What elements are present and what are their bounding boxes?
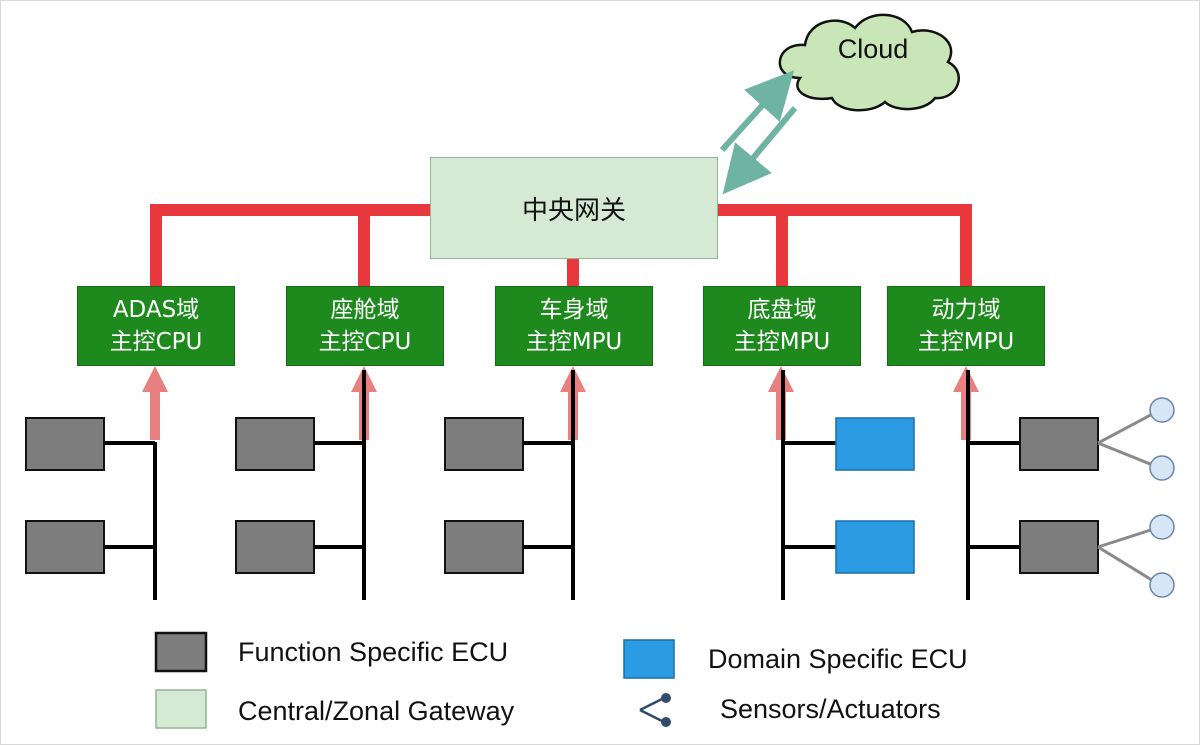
- domain-processor: 主控MPU: [917, 329, 1015, 355]
- domain-ecu: [835, 417, 915, 471]
- legend-sensors-icon: [639, 693, 671, 727]
- function-ecu: [444, 417, 524, 471]
- function-ecus: [25, 417, 1099, 574]
- function-ecu: [1019, 520, 1099, 574]
- cloud-label: Cloud: [837, 34, 909, 64]
- function-ecu: [235, 417, 315, 471]
- domain-name: 动力域: [931, 297, 1001, 323]
- legend-domain-ecu-swatch: [623, 639, 675, 679]
- sensor-node: [1149, 514, 1175, 540]
- legend-gateway-swatch: [155, 689, 207, 729]
- domain-controller-powertrain: 动力域 主控MPU: [887, 286, 1045, 366]
- central-gateway: 中央网关: [430, 157, 718, 259]
- domain-controller-adas: ADAS域 主控CPU: [77, 286, 235, 366]
- function-ecu: [235, 520, 315, 574]
- function-ecu: [25, 417, 105, 471]
- sensor-node: [1149, 572, 1175, 598]
- legend-gateway-label: Central/Zonal Gateway: [238, 696, 515, 726]
- domain-name: 底盘域: [747, 297, 817, 323]
- domain-controller-body: 车身域 主控MPU: [495, 286, 653, 366]
- sensor-links: [1097, 408, 1161, 587]
- function-ecu: [25, 520, 105, 574]
- domain-controller-cockpit: 座舱域 主控CPU: [286, 286, 444, 366]
- domain-processor: 主控MPU: [733, 329, 831, 355]
- domain-processor: 主控CPU: [318, 329, 412, 355]
- central-gateway-label: 中央网关: [521, 195, 626, 226]
- domain-ecus: [835, 417, 915, 574]
- sensor-node: [1149, 397, 1175, 423]
- domain-name: ADAS域: [112, 297, 200, 323]
- uplink-to-cloud-arrow: [719, 70, 795, 153]
- domain-name: 车身域: [539, 297, 609, 323]
- sensors: [1149, 397, 1175, 598]
- downlink-from-cloud-arrow: [722, 106, 798, 195]
- cloud-shape: [778, 13, 960, 112]
- function-ecu: [444, 520, 524, 574]
- domain-processor: 主控CPU: [109, 329, 203, 355]
- domain-name: 座舱域: [330, 297, 400, 323]
- local-buses: [104, 370, 1020, 600]
- backbone-lines: [150, 204, 972, 288]
- legend-function-ecu-swatch: [154, 631, 208, 673]
- legend-domain-ecu-label: Domain Specific ECU: [708, 644, 968, 674]
- sensor-node: [1149, 455, 1175, 481]
- function-ecu: [1019, 417, 1099, 471]
- uplink-arrow-1: [142, 366, 168, 440]
- legend-function-ecu-label: Function Specific ECU: [238, 637, 509, 667]
- domain-processor: 主控MPU: [525, 329, 623, 355]
- domain-ecu: [835, 520, 915, 574]
- domain-controller-chassis: 底盘域 主控MPU: [703, 286, 861, 366]
- legend-sensors-label: Sensors/Actuators: [720, 694, 941, 724]
